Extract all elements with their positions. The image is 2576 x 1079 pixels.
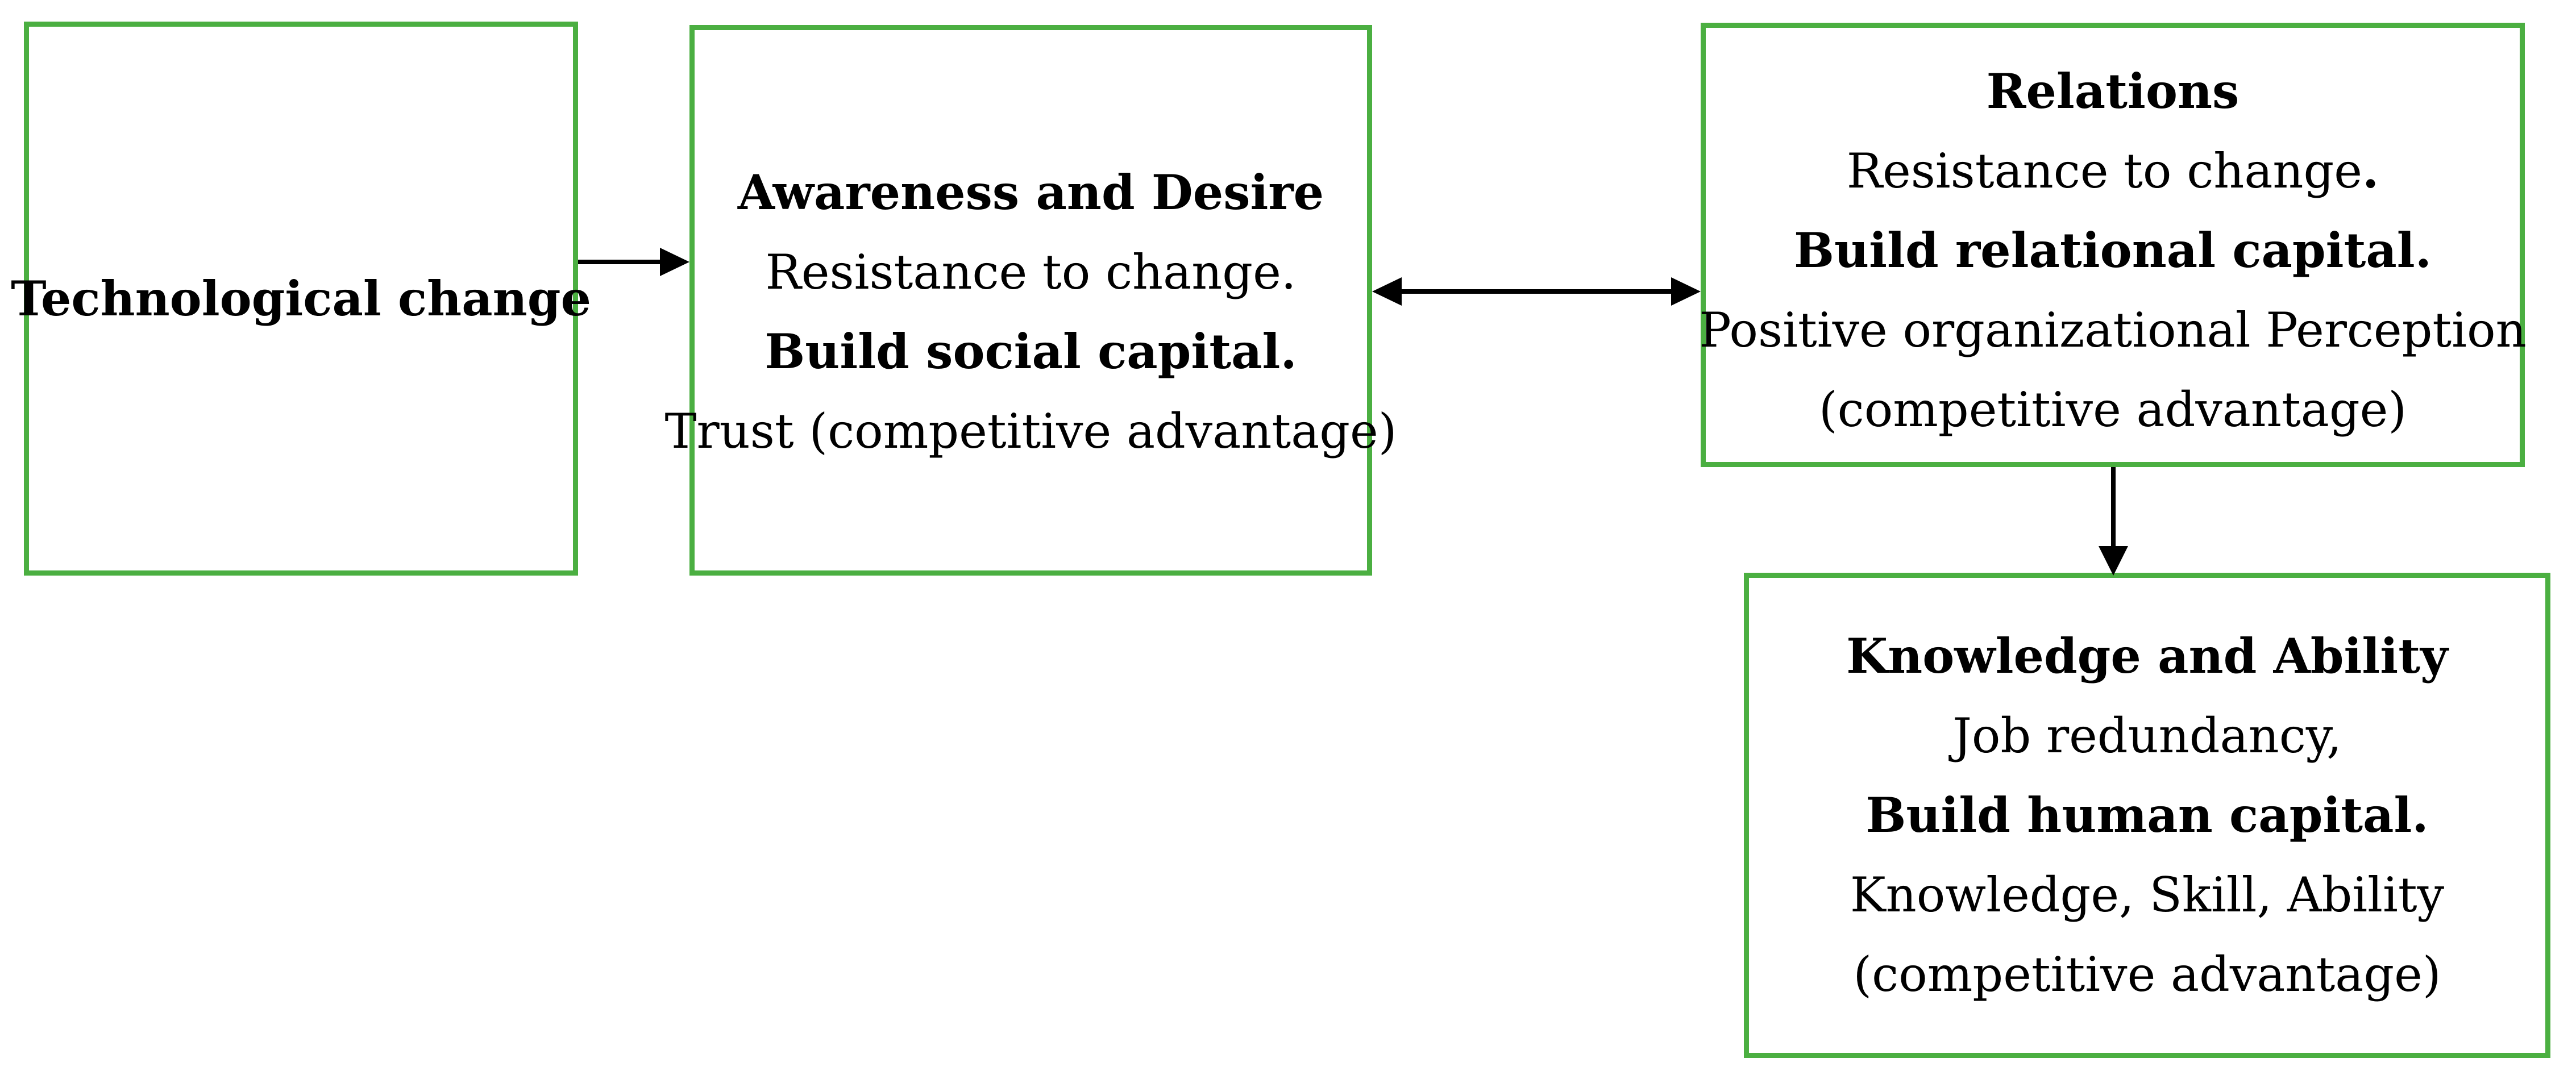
awareness-title: Awareness and Desire xyxy=(737,164,1324,220)
arrow-left-head-icon xyxy=(1372,277,1402,306)
arrow-shaft xyxy=(2111,467,2116,549)
knowledge-build-line: Build human capital. xyxy=(1865,787,2429,843)
knowledge-title: Knowledge and Ability xyxy=(1846,628,2448,684)
awareness-text-line: Resistance to change. xyxy=(765,244,1297,300)
arrow-right-head-icon xyxy=(1671,277,1701,306)
awareness-build-line: Build social capital. xyxy=(765,323,1297,380)
knowledge-advantage-line: (competitive advantage) xyxy=(1853,947,2441,1002)
knowledge-ksa-line: Knowledge, Skill, Ability xyxy=(1850,867,2445,923)
relations-title: Relations xyxy=(1986,63,2240,119)
knowledge-redundancy-line: Job redundancy, xyxy=(1952,708,2342,764)
box-relations: Relations Resistance to change. Build re… xyxy=(1699,23,2527,467)
awareness-trust-line: Trust (competitive advantage) xyxy=(664,403,1397,459)
relations-resistance-line: Resistance to change. xyxy=(1847,131,2379,211)
box-knowledge-and-ability: Knowledge and Ability Job redundancy, Bu… xyxy=(1744,573,2550,1058)
arrow-right-head-icon xyxy=(660,248,689,276)
relations-advantage-line: (competitive advantage) xyxy=(1818,382,2407,438)
arrow-down-head-icon xyxy=(2099,546,2128,576)
relations-resistance-bold-period: . xyxy=(2362,143,2379,199)
relations-perception-line: Positive organizational Perception xyxy=(1699,302,2527,358)
relations-resistance-text: Resistance to change xyxy=(1846,143,2362,199)
relations-build-line: Build relational capital. xyxy=(1794,222,2432,278)
arrow-shaft xyxy=(1398,289,1673,294)
box-technological-change: Technological change xyxy=(11,22,591,576)
technological-change-title: Technological change xyxy=(11,270,591,327)
box-awareness-and-desire: Awareness and Desire Resistance to chang… xyxy=(664,25,1397,576)
arrow-shaft xyxy=(578,260,662,264)
